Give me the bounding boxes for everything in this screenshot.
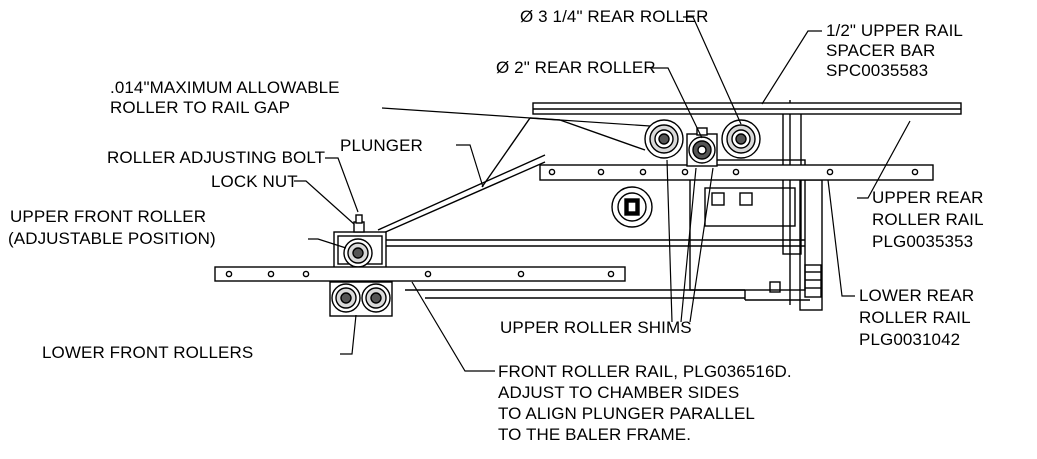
label-upper-roller-shims: UPPER ROLLER SHIMS — [500, 318, 692, 337]
label-front-roller-rail-line4: TO THE BALER FRAME. — [498, 425, 692, 444]
label-upper-rear-rail-line1: UPPER REAR — [872, 188, 984, 207]
label-upper-front-roller-line1: UPPER FRONT ROLLER — [10, 207, 207, 226]
label-lower-rear-rail-line3: PLG0031042 — [859, 330, 961, 349]
leader-rear-roller-2 — [652, 67, 703, 139]
label-upper-rear-rail-line2: ROLLER RAIL — [872, 210, 984, 229]
label-lower-rear-rail-line1: LOWER REAR — [859, 286, 975, 305]
leader-rear-roller-3-14 — [683, 16, 742, 125]
leader-upper-rear-rail — [857, 120, 911, 199]
leader-upper-rail-spacer — [761, 30, 822, 105]
rear-roller-small — [686, 127, 718, 167]
leader-front-roller-rail — [411, 281, 495, 372]
upper-front-roller — [343, 238, 373, 268]
label-upper-rail-spacer-line2: SPACER BAR — [826, 41, 936, 60]
label-upper-rail-spacer-line3: SPC0035583 — [826, 61, 929, 80]
leader-upper-front-roller — [308, 238, 347, 249]
label-rear-roller-3-14: Ø 3 1/4" REAR ROLLER — [520, 7, 709, 26]
leader-lines — [294, 16, 911, 372]
label-max-gap-line1: .014"MAXIMUM ALLOWABLE — [110, 78, 340, 97]
leader-plunger — [456, 144, 484, 188]
label-rear-roller-2: Ø 2" REAR ROLLER — [496, 58, 656, 77]
rear-roller-right — [721, 119, 761, 159]
leader-lock-nut — [294, 180, 355, 225]
leader-lower-front-rollers — [340, 314, 357, 355]
label-plunger: PLUNGER — [340, 136, 423, 155]
leader-shims-1 — [666, 159, 673, 323]
label-upper-front-roller-line2: (ADJUSTABLE POSITION) — [8, 229, 216, 248]
leader-lower-rear-rail — [827, 179, 855, 297]
label-lower-rear-rail-line2: ROLLER RAIL — [859, 308, 971, 327]
leader-shims-2 — [680, 167, 697, 323]
plunger-cylinder-mount — [611, 186, 653, 228]
label-upper-rail-spacer-line1: 1/2" UPPER RAIL — [826, 21, 963, 40]
upper-rear-roller-rail — [539, 164, 934, 181]
lower-front-rollers — [329, 281, 393, 317]
label-roller-adjusting-bolt: ROLLER ADJUSTING BOLT — [107, 148, 326, 167]
rear-roller-left — [644, 119, 684, 159]
leader-adjusting-bolt — [325, 157, 359, 213]
label-front-roller-rail-line1: FRONT ROLLER RAIL, PLG036516D. — [498, 362, 792, 381]
upper-rail-spacer-bar — [532, 102, 962, 115]
leader-shims-3 — [689, 167, 714, 323]
front-roller-rail — [214, 266, 626, 282]
label-front-roller-rail-line3: TO ALIGN PLUNGER PARALLEL — [498, 404, 755, 423]
label-max-gap-line2: ROLLER TO RAIL GAP — [110, 98, 291, 117]
label-front-roller-rail-line2: ADJUST TO CHAMBER SIDES — [498, 383, 740, 402]
label-lower-front-rollers: LOWER FRONT ROLLERS — [42, 343, 254, 362]
label-lock-nut: LOCK NUT — [211, 172, 298, 191]
label-upper-rear-rail-line3: PLG0035353 — [872, 232, 974, 251]
leader-max-gap — [381, 107, 651, 127]
